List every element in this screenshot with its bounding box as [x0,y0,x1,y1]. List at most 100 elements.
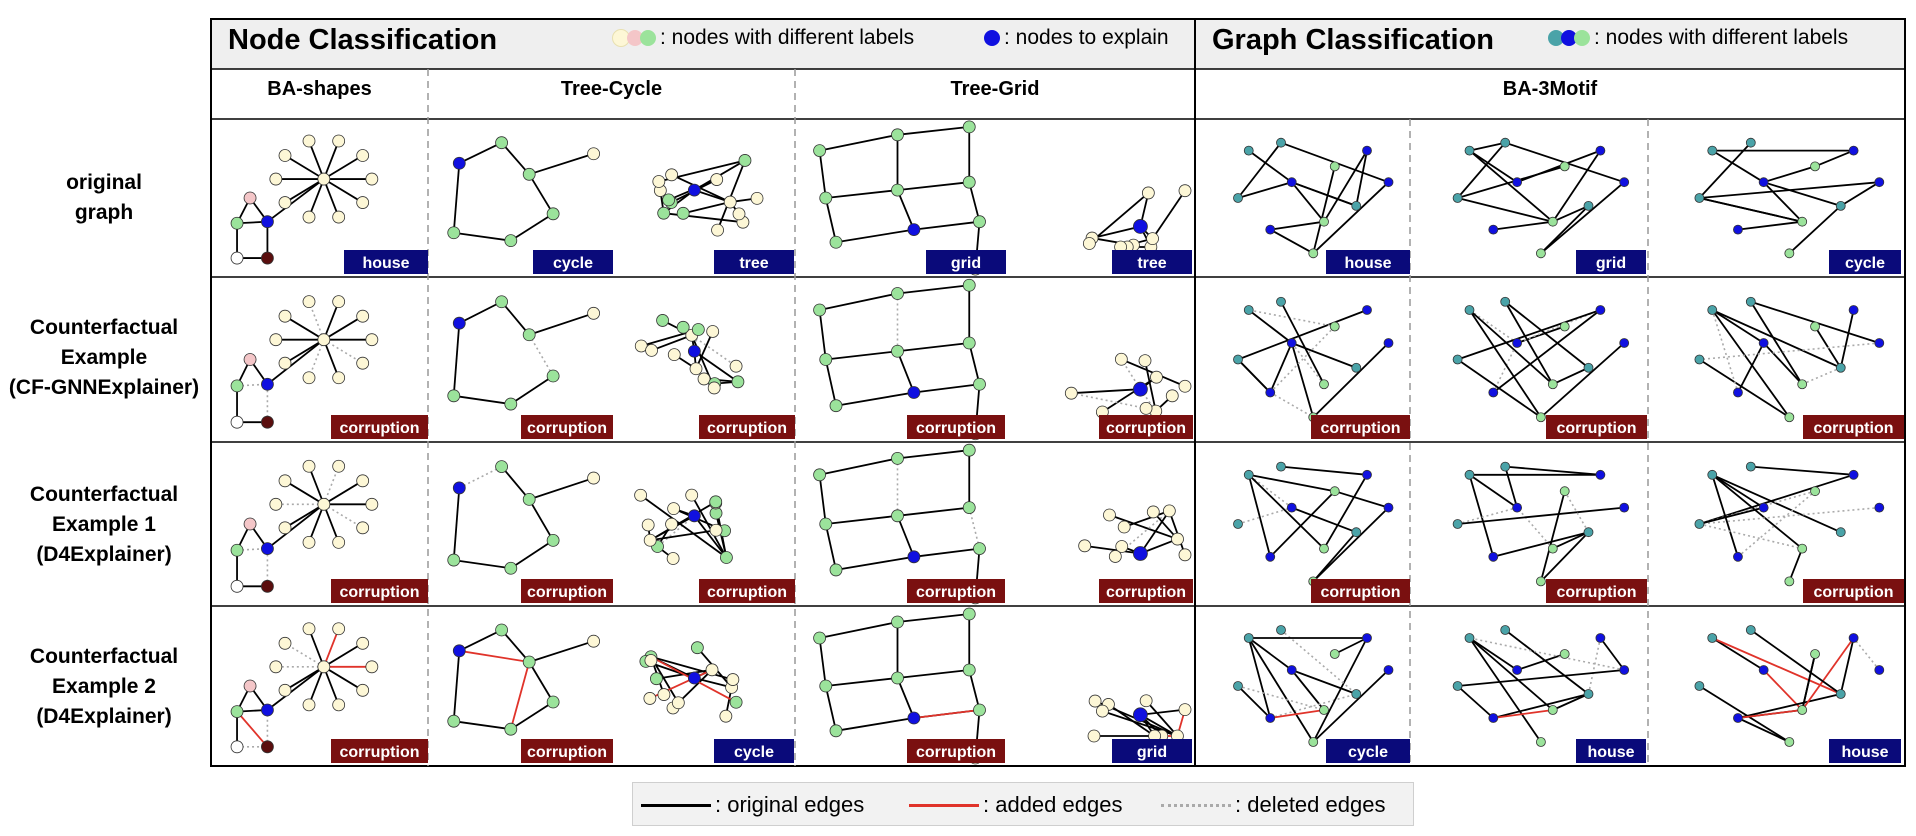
legend-deleted-edges: : deleted edges [1161,783,1385,827]
badge-r2-c6: corruption [1546,579,1647,603]
badge-label: tree [739,255,768,272]
column-title-ba-3motif: BA-3Motif [1502,78,1598,100]
graph-panel-r0-c3 [813,120,986,276]
node-classification-title: Node Classification [228,24,498,56]
graph-panel-r1-c7 [1694,296,1885,423]
badge-label: corruption [916,744,996,761]
badge-label: house [1344,255,1391,272]
graph-panel-r1-c5 [1233,296,1394,423]
badge-label: corruption [1557,420,1637,437]
badge-r0-c6: grid [1576,250,1646,274]
graph-panel-r1-c0 [230,295,379,429]
graph-panel-r2-c6 [1452,461,1630,587]
badge-r3-c7: house [1829,739,1901,763]
badge-r2-c7: corruption [1803,579,1904,603]
graph-panel-r3-c0 [230,622,379,754]
graph-panel-r3-c5 [1233,625,1394,747]
blue-node-icon-2 [1561,30,1577,46]
badge-r2-c5: corruption [1311,579,1410,603]
badge-label: corruption [1321,420,1401,437]
legend-added-edges: : added edges [909,783,1122,827]
graph-panel-r3-c4 [1087,694,1192,743]
badge-label: corruption [916,420,996,437]
badge-label: corruption [340,744,420,761]
badge-r3-c1: corruption [521,739,613,763]
graph-panel-r2-c4 [1078,504,1192,563]
badge-label: corruption [1814,584,1894,601]
graph-panel-r3-c6 [1452,625,1630,747]
blue-node-icon [984,30,1000,46]
badge-r1-c5: corruption [1311,415,1410,439]
badge-label: tree [1137,255,1166,272]
teal-node-icon [1548,30,1564,46]
badge-label: corruption [707,584,787,601]
graph-panel-r2-c5 [1233,461,1394,587]
pink-node-icon [627,30,643,46]
label-badges: house cycle tree grid tree house grid cycle corr… [331,250,1904,763]
badge-r0-c4: tree [1112,250,1192,274]
badge-r1-c6: corruption [1546,415,1647,439]
badge-label: corruption [527,420,607,437]
legend-added-text: : added edges [983,792,1123,817]
graph-panel-r2-c7 [1694,461,1885,587]
badge-label: corruption [1106,584,1186,601]
badge-r1-c7: corruption [1803,415,1904,439]
badge-label: cycle [1348,744,1388,761]
graph-panel-r0-c6 [1452,137,1630,259]
graph-panel-r1-c1 [447,295,600,411]
graph-panels [230,120,1885,765]
badge-r2-c4: corruption [1099,579,1193,603]
badge-label: corruption [340,584,420,601]
badge-label: corruption [1557,584,1637,601]
badge-r0-c7: cycle [1829,250,1901,274]
graph-panel-r2-c3 [813,443,986,605]
badge-label: cycle [1845,255,1885,272]
graph-classification-title: Graph Classification [1212,24,1495,56]
badge-r3-c4: grid [1112,739,1192,763]
badge-r2-c2: corruption [699,579,795,603]
dotted-line-icon [1161,803,1231,807]
node-header-bg [211,19,1195,69]
graph-panel-r1-c2 [634,314,745,395]
badge-label: corruption [340,420,420,437]
green-node-icon-2 [1574,30,1590,46]
badge-label: grid [1137,744,1167,761]
badge-r2-c0: corruption [331,579,428,603]
graph-panel-r3-c2 [639,641,743,723]
legend-original-edges: : original edges [641,783,864,827]
badge-r3-c3: corruption [907,739,1005,763]
graph-panel-r0-c4 [1082,184,1192,254]
solid-line-icon [641,803,711,807]
legend-deleted-text: : deleted edges [1235,792,1386,817]
graph-panel-r2-c2 [634,488,733,565]
legend-original-text: : original edges [715,792,865,817]
badge-label: corruption [916,584,996,601]
column-title-tree-cycle: Tree-Cycle [560,78,663,100]
badge-r3-c6: house [1576,739,1646,763]
badge-label: house [362,255,409,272]
graph-panel-r2-c1 [447,460,600,575]
graph-panel-r0-c5 [1233,137,1394,259]
badge-r0-c0: house [344,250,428,274]
graph-panel-r3-c7 [1694,625,1885,747]
graph-panel-r0-c1 [447,136,600,248]
green-node-icon [640,30,656,46]
badge-label: corruption [527,584,607,601]
node-label-legend: : nodes with different labels [612,26,914,50]
badge-r3-c5: cycle [1326,739,1410,763]
badge-r3-c0: corruption [331,739,428,763]
badge-label: house [1841,744,1888,761]
badge-r1-c0: corruption [331,415,428,439]
graph-panel-r1-c6 [1452,296,1630,423]
badge-label: grid [1596,255,1626,272]
graph-label-legend-text: : nodes with different labels [1594,26,1849,49]
badge-r0-c1: cycle [533,250,613,274]
graph-panel-r0-c2 [652,154,764,237]
badge-label: corruption [1106,420,1186,437]
badge-label: grid [951,255,981,272]
red-line-icon [909,803,979,807]
